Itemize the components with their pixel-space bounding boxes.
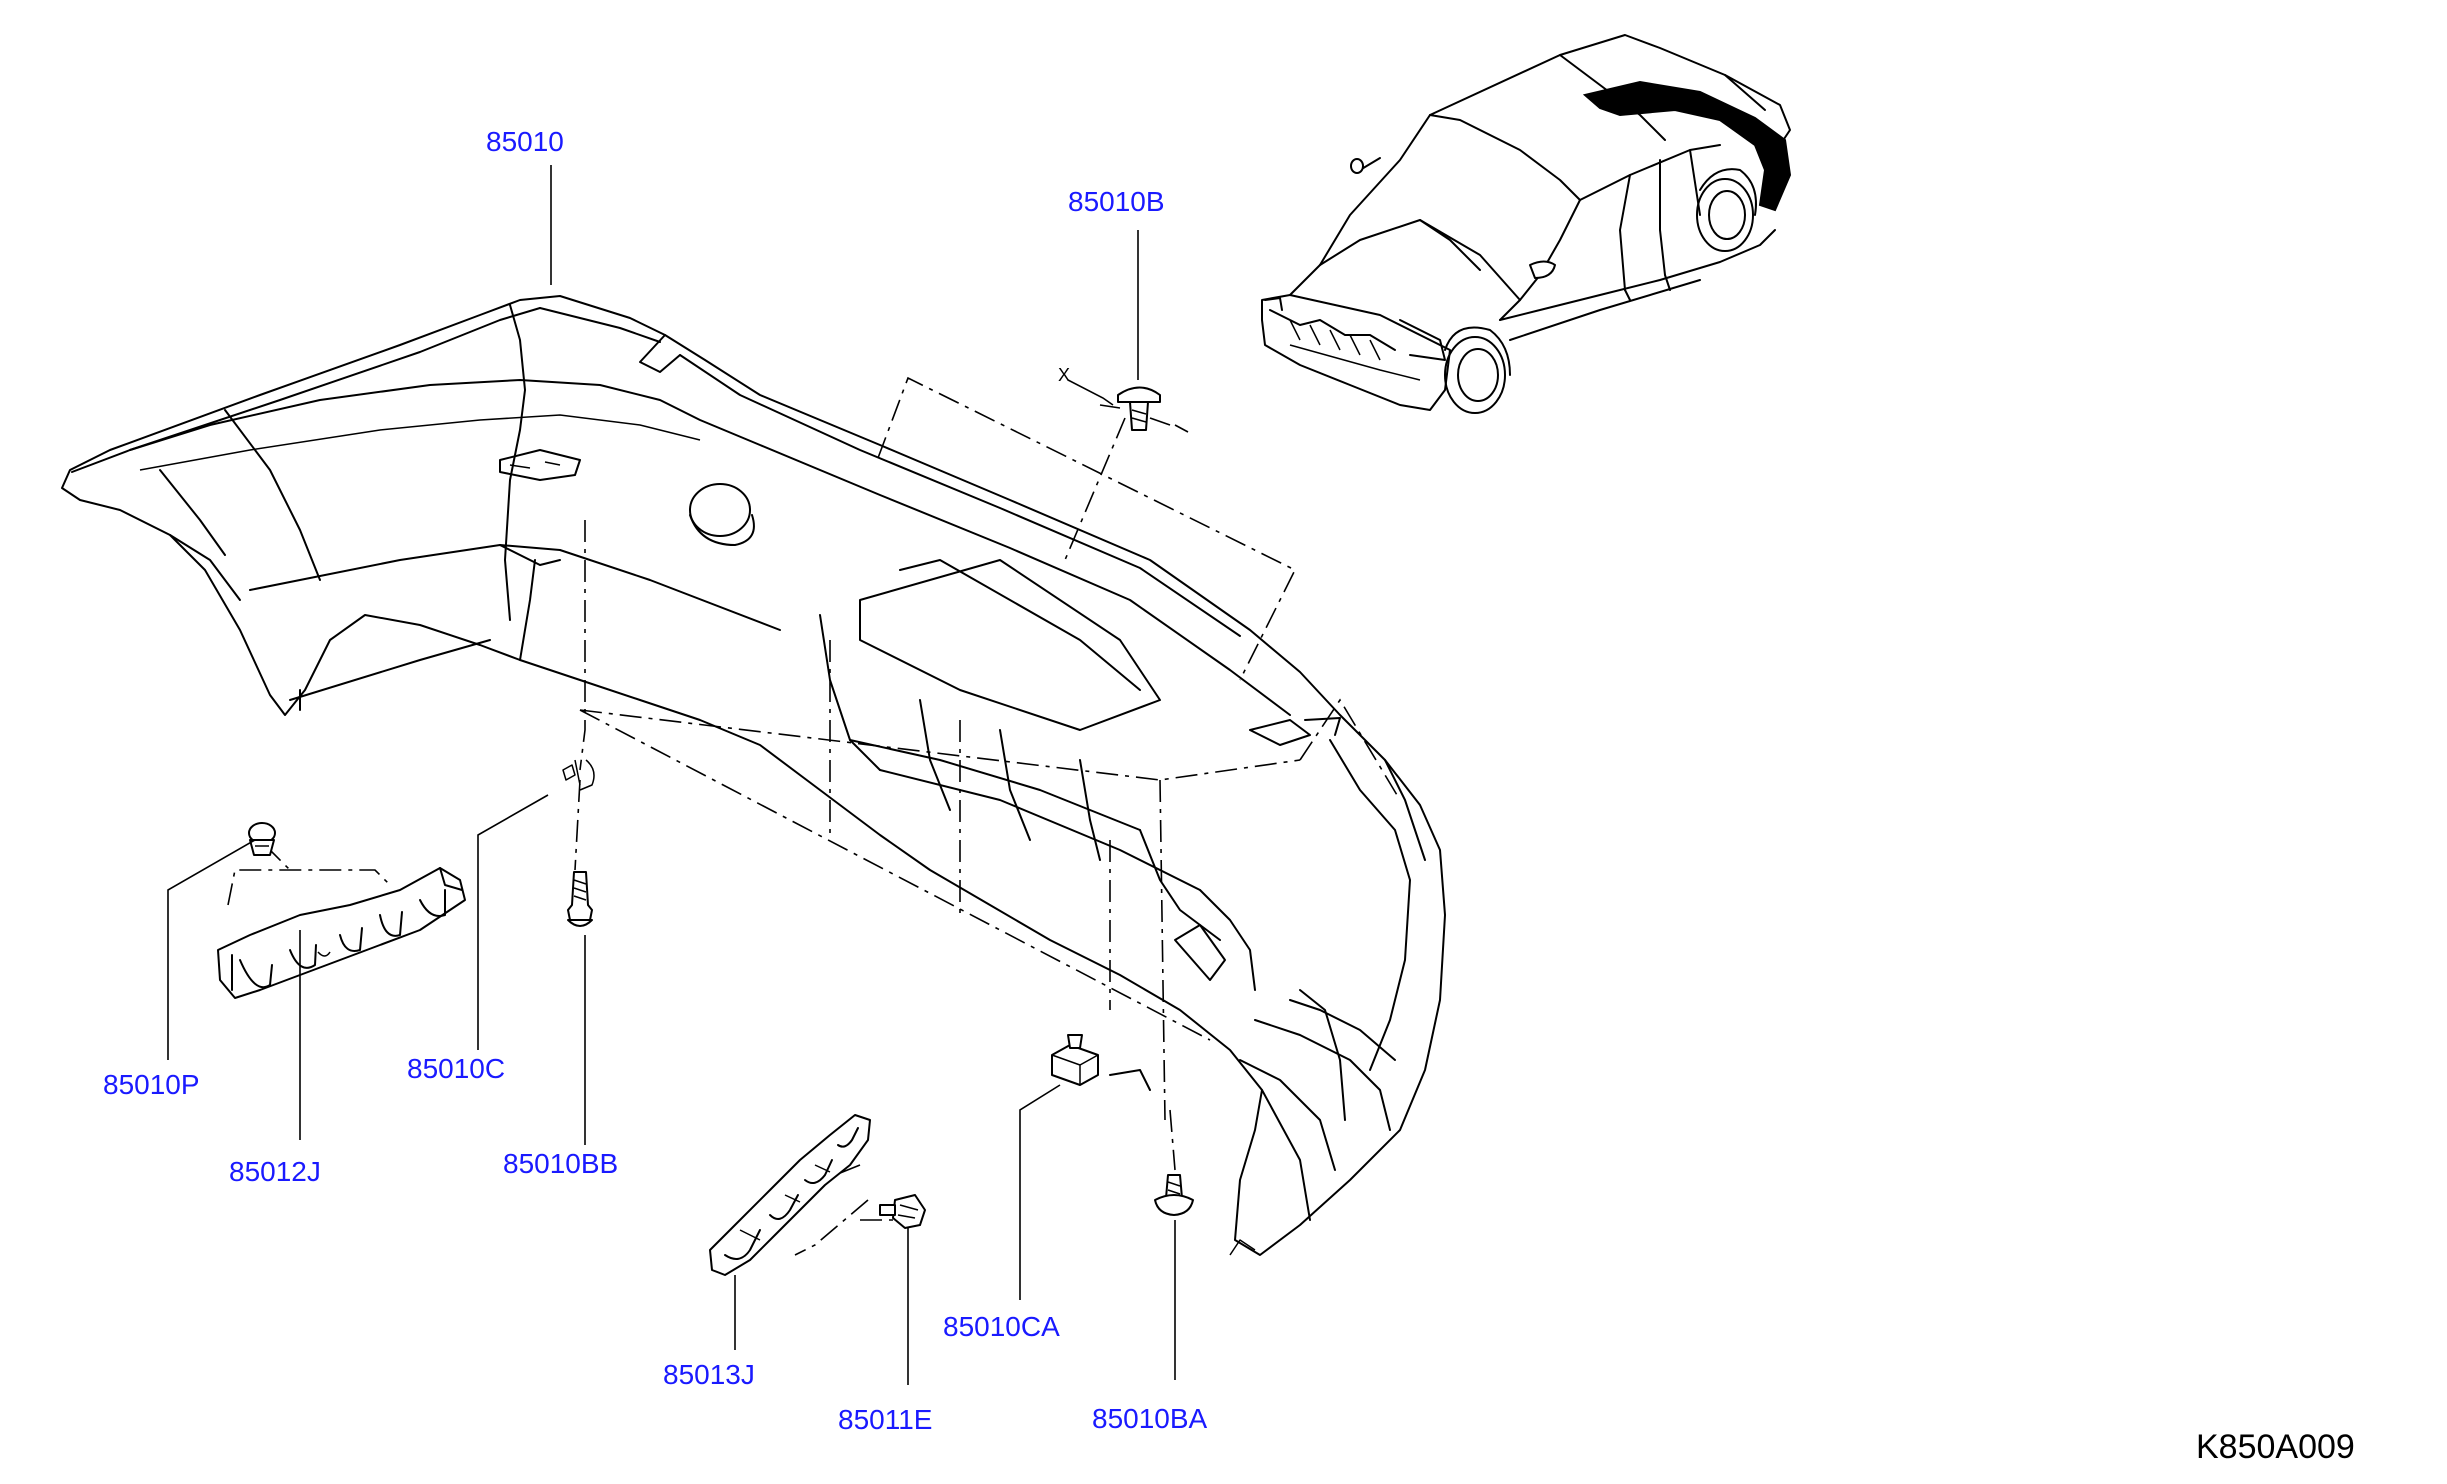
assembly-lines [227, 376, 1401, 1256]
vehicle-location-icon [1261, 34, 1792, 414]
part-label-85013J[interactable]: 85013J [663, 1359, 755, 1390]
part-label-85011E[interactable]: 85011E [838, 1404, 933, 1435]
diagram-reference-code: K850A009 [2196, 1428, 2355, 1466]
screw-85010BB[interactable] [567, 871, 593, 927]
part-label-85010[interactable]: 85010 [486, 126, 564, 157]
bracket-85012J[interactable] [217, 867, 466, 999]
clip-85010P[interactable] [248, 822, 276, 856]
part-label-85010BA[interactable]: 85010BA [1092, 1403, 1208, 1434]
part-label-85010B[interactable]: 85010B [1068, 186, 1165, 217]
nut-85010CA[interactable] [1051, 1034, 1151, 1091]
part-label-85010C[interactable]: 85010C [407, 1053, 506, 1084]
part-label-85010BB[interactable]: 85010BB [503, 1148, 619, 1179]
part-label-85010CA[interactable]: 85010CA [943, 1311, 1060, 1342]
screw-85010BA[interactable] [1154, 1174, 1194, 1216]
rear-bumper-fascia[interactable] [61, 295, 1446, 1256]
clip-85010C[interactable] [562, 759, 595, 791]
clip-85010B[interactable] [1067, 379, 1189, 433]
part-label-85010P[interactable]: 85010P [103, 1069, 200, 1100]
clip-85011E[interactable] [879, 1194, 926, 1229]
leader-lines [167, 165, 1176, 1385]
dimension-mark: X [1058, 365, 1071, 385]
part-label-85012J[interactable]: 85012J [229, 1156, 321, 1187]
bracket-85013J[interactable] [709, 1114, 871, 1276]
